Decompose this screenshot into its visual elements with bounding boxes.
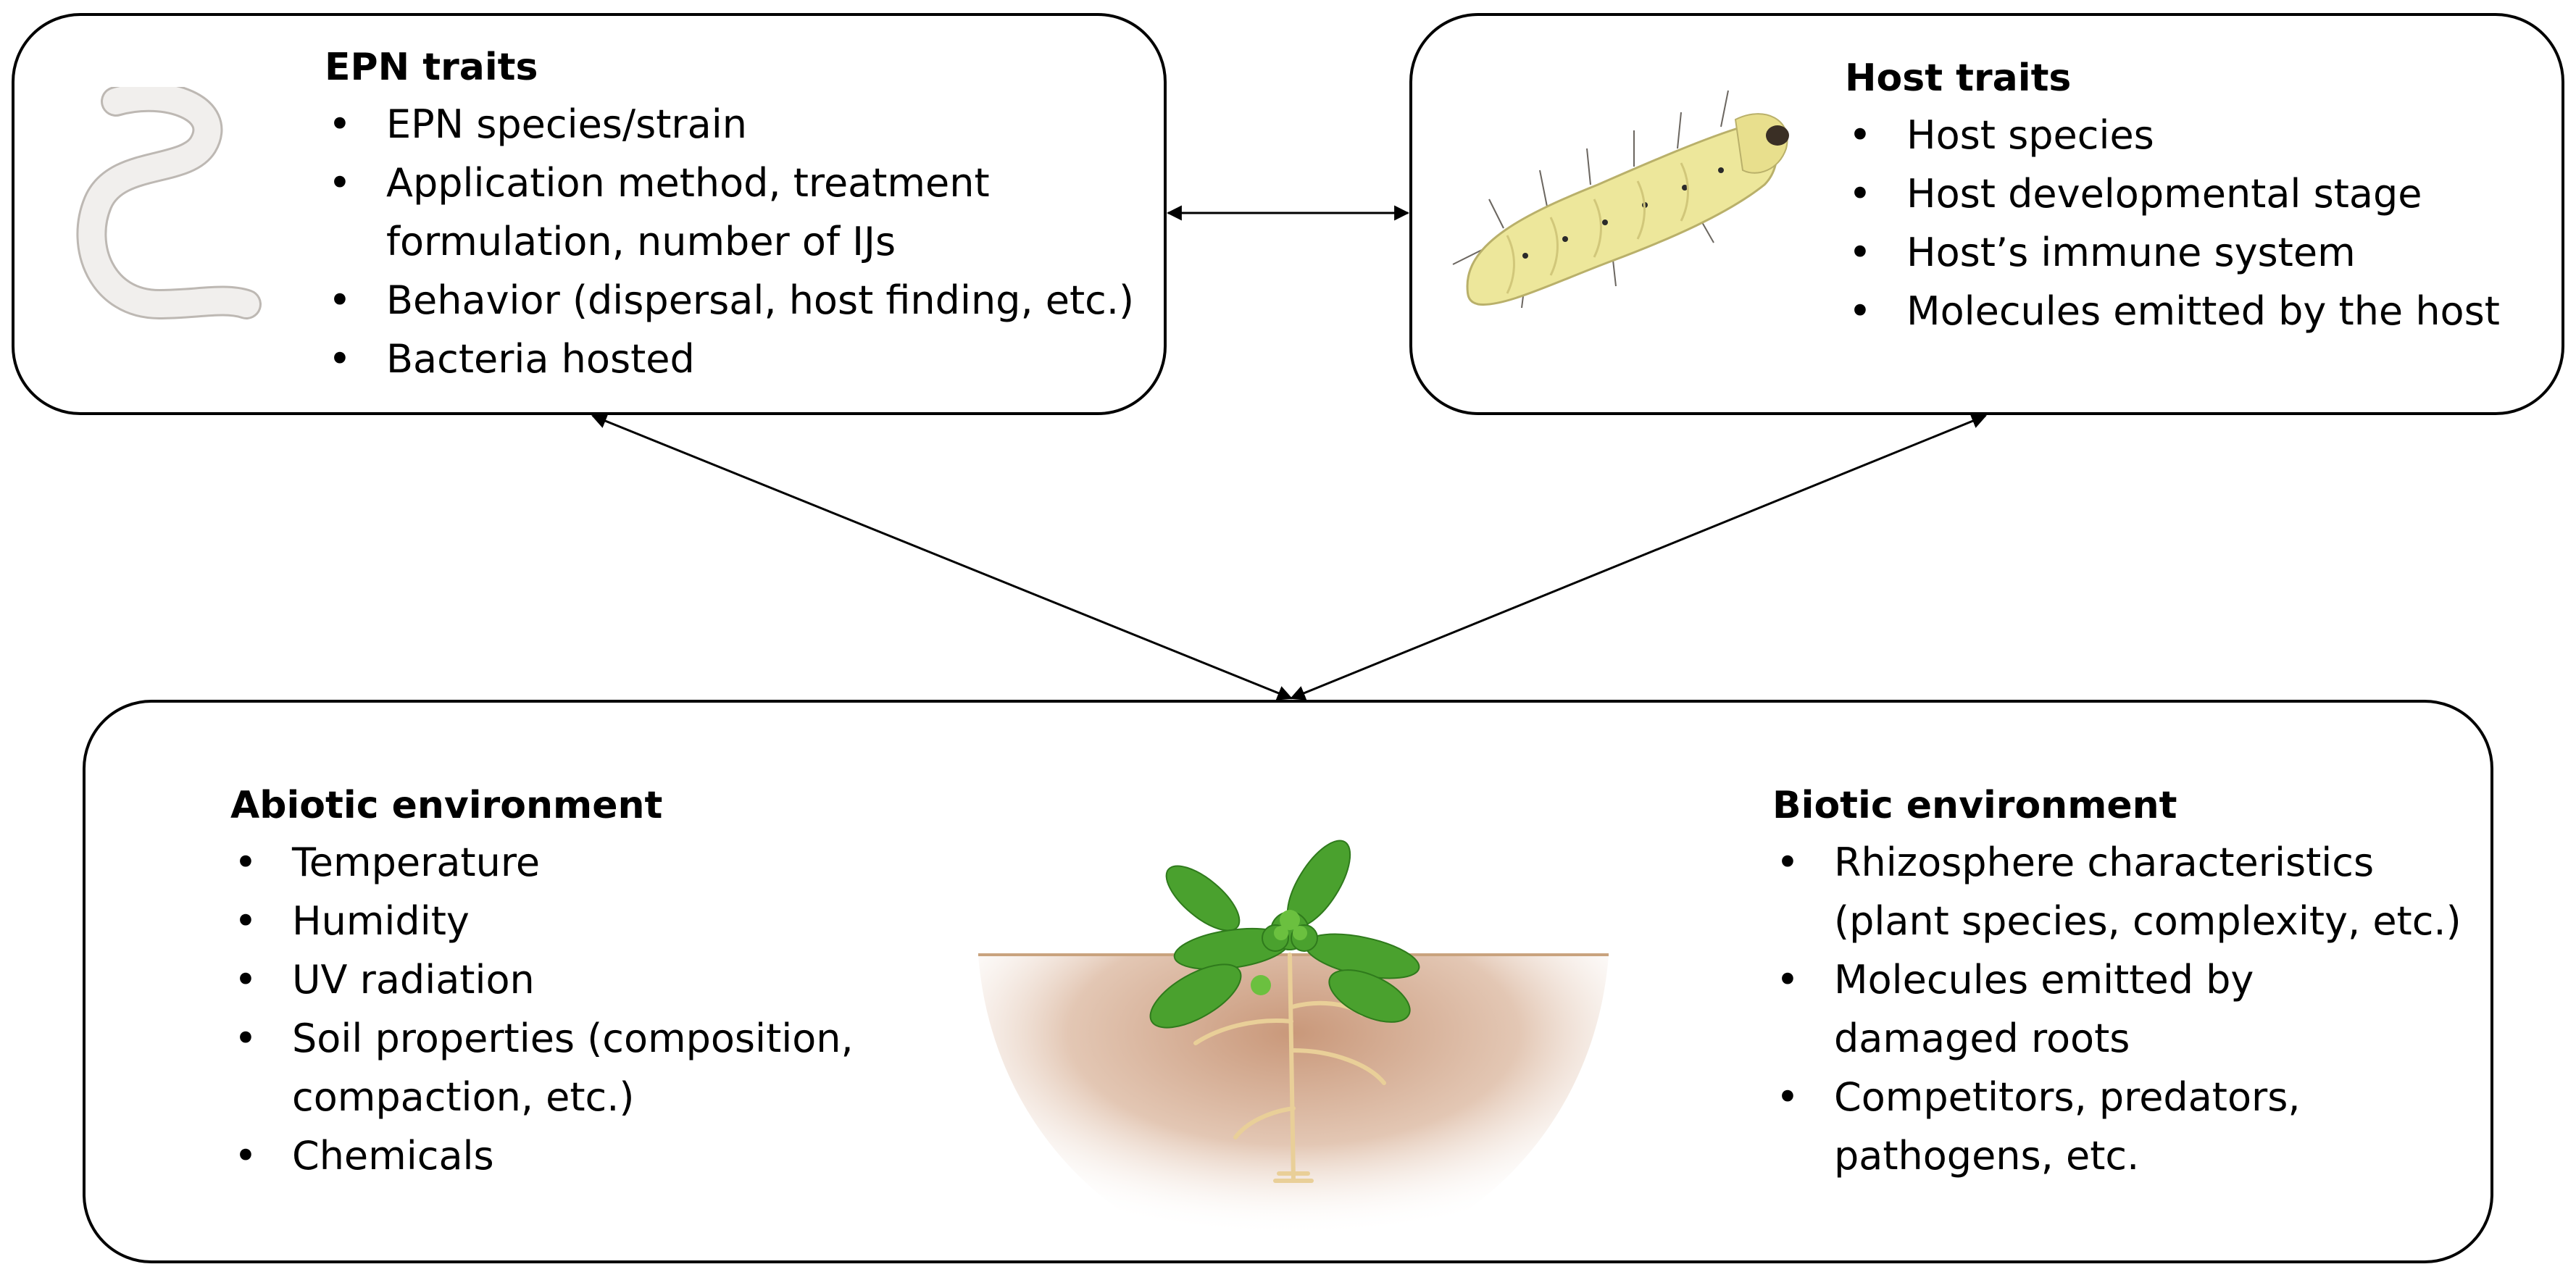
abiotic-environment-list: Temperature Humidity UV radiation Soil p… bbox=[230, 833, 854, 1185]
host-traits-list: Host species Host developmental stage Ho… bbox=[1845, 106, 2500, 340]
list-item: Host’s immune system bbox=[1845, 223, 2500, 282]
list-item: Behavior (dispersal, host finding, etc.) bbox=[325, 271, 1134, 330]
list-item: UV radiation bbox=[230, 950, 854, 1009]
list-item: Molecules emitted by the host bbox=[1845, 282, 2500, 340]
list-item: Host developmental stage bbox=[1845, 164, 2500, 223]
list-item: Host species bbox=[1845, 106, 2500, 164]
epn-traits-section: EPN traits EPN species/strain Applicatio… bbox=[325, 40, 1134, 388]
list-item: Rhizosphere characteristics(plant specie… bbox=[1772, 833, 2462, 950]
biotic-environment-title: Biotic environment bbox=[1772, 784, 2177, 827]
list-item: Humidity bbox=[230, 892, 854, 950]
list-item: Competitors, predators,pathogens, etc. bbox=[1772, 1068, 2462, 1185]
abiotic-environment-section: Abiotic environment Temperature Humidity… bbox=[230, 778, 854, 1185]
larva-icon bbox=[1452, 90, 1789, 309]
plant-with-roots-icon bbox=[978, 840, 1609, 1268]
list-item: Chemicals bbox=[230, 1126, 854, 1185]
biotic-environment-section: Biotic environment Rhizosphere character… bbox=[1772, 778, 2462, 1185]
abiotic-environment-title: Abiotic environment bbox=[230, 784, 663, 827]
nematode-icon bbox=[76, 87, 262, 320]
list-item: Soil properties (composition,compaction,… bbox=[230, 1009, 854, 1126]
epn-traits-list: EPN species/strain Application method, t… bbox=[325, 95, 1134, 388]
list-item: Application method, treatmentformulation… bbox=[325, 154, 1134, 271]
host-traits-title: Host traits bbox=[1845, 57, 2072, 100]
biotic-environment-list: Rhizosphere characteristics(plant specie… bbox=[1772, 833, 2462, 1185]
host-traits-section: Host traits Host species Host developmen… bbox=[1845, 51, 2500, 340]
arrow-host-environment bbox=[1290, 414, 1987, 700]
list-item: Temperature bbox=[230, 833, 854, 892]
list-item: Bacteria hosted bbox=[325, 330, 1134, 388]
arrow-epn-environment bbox=[591, 414, 1293, 700]
epn-traits-title: EPN traits bbox=[325, 46, 538, 89]
list-item: EPN species/strain bbox=[325, 95, 1134, 154]
